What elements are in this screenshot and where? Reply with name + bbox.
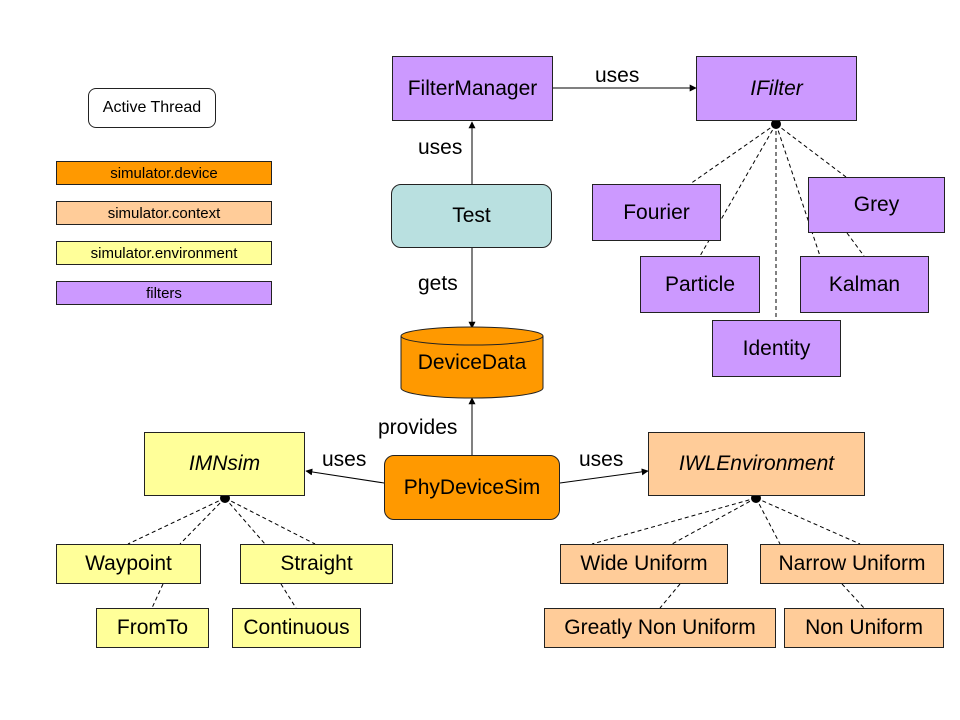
label-fm-uses-ifilter: uses (595, 64, 640, 87)
label-test-gets-data: gets (418, 272, 458, 295)
node-filter-manager: FilterManager (392, 56, 553, 121)
edge-phy-uses-imnsim (305, 468, 385, 484)
node-waypoint: Waypoint (56, 544, 201, 584)
edge-phy-uses-iwl (559, 468, 649, 484)
node-phy-device-sim: PhyDeviceSim (384, 455, 560, 520)
legend-active-thread: Active Thread (88, 88, 216, 128)
node-particle: Particle (640, 256, 760, 313)
legend-simulator-environment: simulator.environment (56, 241, 272, 265)
node-from-to: FromTo (96, 608, 209, 648)
node-iwl-environment: IWLEnvironment (648, 432, 865, 496)
node-test: Test (391, 184, 552, 248)
node-ifilter: IFilter (696, 56, 857, 121)
ifilter-junction-dot (771, 119, 781, 129)
imnsim-implementations (127, 497, 316, 609)
node-identity: Identity (712, 320, 841, 377)
node-narrow-uniform: Narrow Uniform (760, 544, 944, 584)
label-phy-uses-imnsim: uses (322, 448, 367, 471)
node-device-data: DeviceData (400, 326, 544, 400)
node-greatly-non-uniform: Greatly Non Uniform (544, 608, 776, 648)
label-test-uses-fm: uses (418, 136, 463, 159)
node-wide-uniform: Wide Uniform (560, 544, 728, 584)
node-continuous: Continuous (232, 608, 361, 648)
node-kalman: Kalman (800, 256, 929, 313)
node-straight: Straight (240, 544, 393, 584)
node-fourier: Fourier (592, 184, 721, 241)
legend-filters: filters (56, 281, 272, 305)
node-imnsim: IMNsim (144, 432, 305, 496)
legend-simulator-context: simulator.context (56, 201, 272, 225)
label-phy-uses-iwl: uses (579, 448, 624, 471)
device-data-label: DeviceData (417, 351, 527, 374)
node-non-uniform: Non Uniform (784, 608, 944, 648)
label-phy-provides-data: provides (378, 416, 458, 439)
legend-simulator-device: simulator.device (56, 161, 272, 185)
iwl-implementations (591, 497, 865, 609)
node-grey: Grey (808, 177, 945, 233)
device-data-cylinder-shape (400, 326, 544, 399)
